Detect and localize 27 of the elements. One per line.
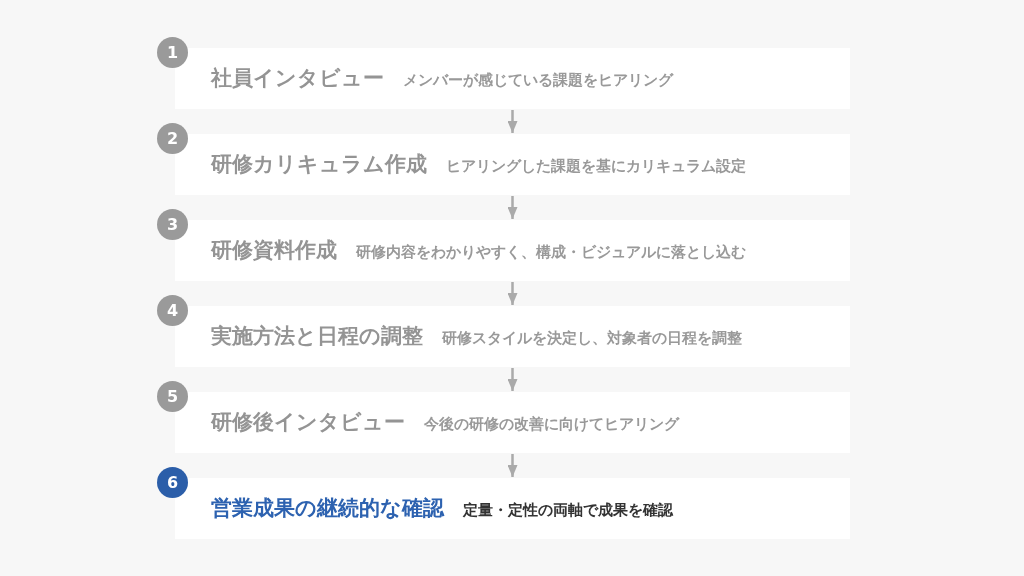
step-box (175, 134, 850, 195)
step-description: 研修内容をわかりやすく、構成・ビジュアルに落とし込む (356, 243, 746, 261)
arrow (507, 368, 518, 391)
number-circle: 2 (157, 123, 188, 154)
step-title: 研修資料作成 (211, 237, 337, 264)
step-description: メンバーが感じている課題をヒアリング (403, 71, 673, 89)
step-description: 定量・定性の両軸で成果を確認 (463, 501, 673, 519)
step-box (175, 220, 850, 281)
number-circle: 5 (157, 381, 188, 412)
number-circle: 1 (157, 37, 188, 68)
step-title: 実施方法と日程の調整 (211, 323, 423, 350)
step-title: 営業成果の継続的な確認 (211, 495, 444, 522)
arrow (507, 282, 518, 305)
step-box (175, 392, 850, 453)
number-circle: 6 (157, 467, 188, 498)
step-description: 今後の研修の改善に向けてヒアリング (424, 415, 679, 433)
step-title: 研修後インタビュー (211, 409, 405, 436)
arrow (507, 454, 518, 477)
step-description: 研修スタイルを決定し、対象者の日程を調整 (442, 329, 742, 347)
arrow (507, 110, 518, 133)
step-title: 社員インタビュー (211, 65, 384, 92)
arrow (507, 196, 518, 219)
step-title: 研修カリキュラム作成 (211, 151, 427, 178)
step-box (175, 48, 850, 109)
number-circle: 3 (157, 209, 188, 240)
number-circle: 4 (157, 295, 188, 326)
step-description: ヒアリングした課題を基にカリキュラム設定 (446, 157, 746, 175)
